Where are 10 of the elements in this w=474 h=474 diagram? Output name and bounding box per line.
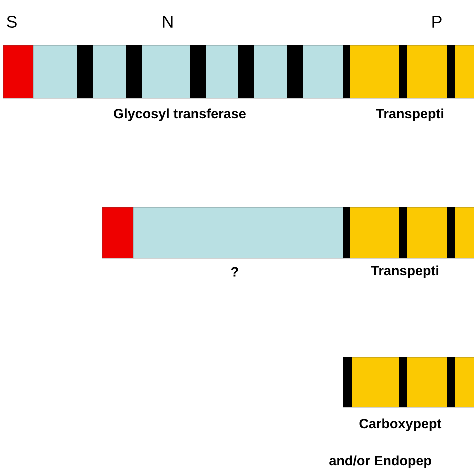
domain-letter: S	[7, 16, 17, 28]
domain-label: Transpepti	[376, 108, 444, 122]
domain-box	[102, 207, 134, 259]
domain-letter: N	[163, 16, 173, 28]
domain-label: Transpepti	[371, 266, 438, 278]
domain-label: and/or Endopep	[330, 456, 432, 468]
domain-label: Carboxypept	[360, 418, 442, 432]
domain-letter: P	[432, 16, 442, 28]
domain-label: Glycosyl transferase	[114, 108, 246, 122]
domain-label: ?	[232, 267, 238, 277]
